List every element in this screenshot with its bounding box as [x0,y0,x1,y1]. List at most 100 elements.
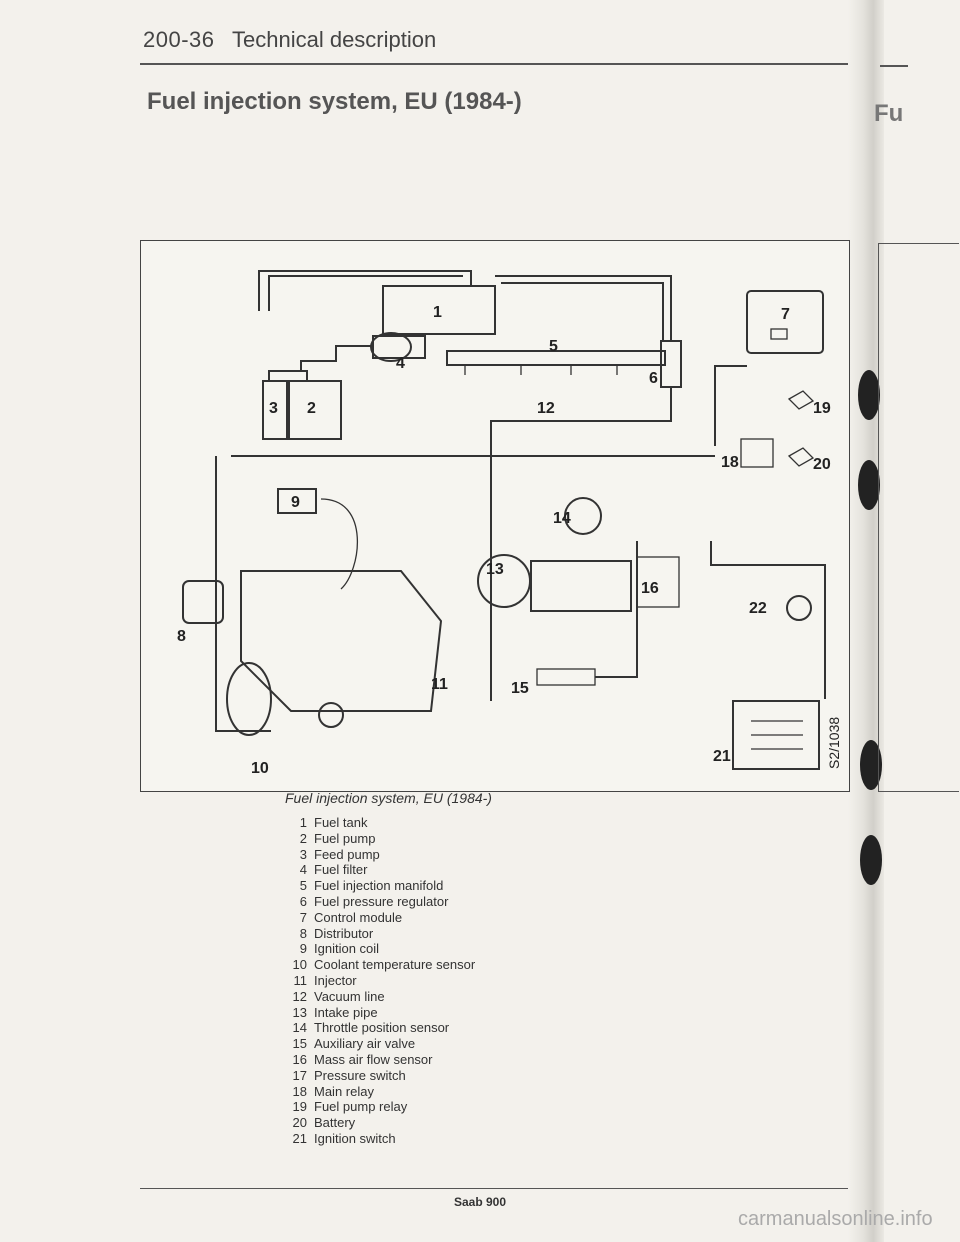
binding-mark [860,740,882,790]
callout-8: 8 [177,628,186,645]
legend-text: Auxiliary air valve [314,1036,416,1052]
legend-text: Coolant temperature sensor [314,957,476,973]
legend-number: 11 [293,972,308,988]
diagram-drawing: 1 2 3 4 5 6 7 8 9 10 11 12 13 14 15 16 1… [177,270,842,777]
callout-4: 4 [396,355,405,372]
feed-pump [262,380,288,440]
fuel-injection-diagram: 1 2 3 4 5 6 7 8 9 10 11 12 13 14 15 16 1… [140,240,850,792]
legend-number: 8 [299,925,307,941]
legend-number: 14 [292,1020,307,1036]
engine-block [240,570,443,712]
next-page-figure-edge [878,243,959,792]
legend-item: 4 Fuel filter [285,862,475,878]
fuel-pump-relay [787,390,815,410]
legend-text: Distributor [314,925,374,941]
legend-number: 15 [292,1036,307,1052]
callout-6: 6 [649,370,658,387]
legend-number: 3 [299,846,307,862]
battery-cells [751,720,803,750]
ignition-wiring [710,541,826,699]
legend-text: Mass air flow sensor [314,1051,433,1067]
callout-9: 9 [291,494,300,511]
legend-number: 2 [299,830,307,846]
legend-text: Main relay [314,1083,374,1099]
figure-caption: Fuel injection system, EU (1984-) [285,790,492,806]
legend-text: Control module [314,909,403,925]
legend-text: Vacuum line [314,988,385,1004]
callout-15: 15 [511,680,529,697]
fuel-return-line [258,270,472,311]
legend-item: 11 Injector [285,973,475,989]
callout-3: 3 [269,400,278,417]
legend-number: 7 [299,909,307,925]
legend-number: 18 [292,1083,307,1099]
legend-number: 1 [299,815,307,830]
legend-item: 21 Ignition switch [285,1131,475,1147]
callout-7: 7 [781,306,790,323]
legend-number: 6 [299,893,307,909]
legend-text: Battery [314,1115,356,1131]
ignition-lead [320,498,359,590]
legend-item: 7 Control module [285,910,475,926]
callout-11: 11 [431,676,448,693]
fuel-filter [370,332,412,362]
legend-text: Fuel pump relay [314,1099,408,1115]
next-page-edge-text: Fu [874,100,904,127]
binding-mark [860,835,882,885]
legend-number: 10 [292,957,307,973]
legend-item: 15 Auxiliary air valve [285,1036,475,1052]
legend-number: 4 [299,862,307,878]
aux-air-line [595,541,638,678]
legend-number: 12 [292,988,307,1004]
fuel-line [495,275,672,341]
legend-item: 14 Throttle position sensor [285,1020,475,1036]
battery [732,700,820,770]
distributor [182,580,224,624]
callout-19: 19 [813,400,831,417]
legend-number: 5 [299,878,307,894]
legend-item: 10 Coolant temperature sensor [285,957,476,973]
throttle-position-sensor [564,497,602,535]
binding-mark [858,370,880,420]
legend-text: Fuel tank [314,815,368,830]
fuel-injection-manifold [446,350,666,366]
binding-mark [858,460,880,510]
fuel-line [501,282,664,341]
ignition-coil [277,488,317,514]
legend-text: Ignition switch [314,1130,396,1146]
fuel-line [268,275,463,311]
legend-text: Throttle position sensor [314,1020,450,1036]
legend-text: Feed pump [314,846,380,862]
legend-text: Fuel injection manifold [314,878,444,894]
legend-text: Injector [314,972,357,988]
control-module [746,290,824,354]
legend-item: 6 Fuel pressure regulator [285,894,475,910]
callout-22: 22 [749,600,767,617]
figure-reference: S2/1038 [826,717,842,769]
callout-10: 10 [251,760,269,777]
legend-number: 16 [292,1051,307,1067]
footer-text: Saab 900 [453,1195,507,1209]
fuel-filter-body [372,335,426,359]
control-module-harness [714,365,747,446]
legend-number: 17 [292,1067,307,1083]
footer-rule [140,1188,848,1189]
legend-number: 21 [292,1130,307,1146]
fuel-tank [382,285,496,335]
legend-text: Fuel pressure regulator [314,893,449,909]
legend-text: Fuel filter [314,862,368,878]
section-title: Fuel injection system, EU (1984-) [147,88,522,115]
legend-item: 12 Vacuum line [285,989,475,1005]
fuel-pump [288,380,342,440]
pump-connector [268,370,308,381]
auxiliary-air-valve [536,668,596,686]
legend-item: 5 Fuel injection manifold [285,878,475,894]
legend-text: Intake pipe [314,1004,378,1020]
header-rule [140,63,848,65]
callout-16: 16 [641,580,659,597]
battery-relay [787,447,815,467]
